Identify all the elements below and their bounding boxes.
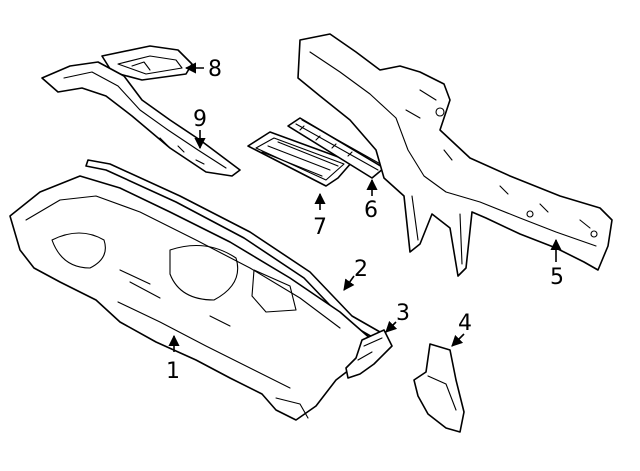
callout-4: 4 — [458, 311, 472, 336]
leader-3 — [385, 320, 398, 333]
callout-3: 3 — [396, 301, 410, 326]
leader-2 — [343, 275, 355, 291]
part-1-instrument-panel — [9, 175, 373, 421]
part-7-vent-grille — [247, 131, 353, 187]
callout-5: 5 — [550, 265, 564, 290]
callout-8: 8 — [208, 57, 222, 82]
callout-7: 7 — [313, 215, 327, 240]
callout-2: 2 — [354, 257, 368, 282]
part-4-end-cover — [413, 343, 465, 433]
callout-1: 1 — [166, 359, 180, 384]
callout-labels: 1 2 3 4 5 6 7 8 9 — [166, 57, 564, 384]
leader-lines — [168, 62, 562, 352]
callout-9: 9 — [193, 107, 207, 132]
part-9-console-panel — [41, 61, 241, 177]
part-3-side-bracket — [345, 329, 393, 379]
part-5-cross-beam — [297, 33, 613, 277]
leader-4 — [451, 333, 465, 347]
callout-6: 6 — [364, 198, 378, 223]
